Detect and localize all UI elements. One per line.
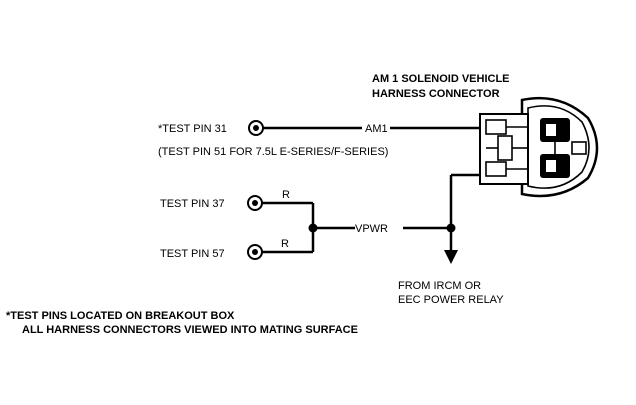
footnote-line1: *TEST PINS LOCATED ON BREAKOUT BOX [6, 310, 235, 322]
test-pin-37-label: TEST PIN 37 [160, 198, 225, 210]
test-pin-57-jack [247, 244, 263, 260]
pin-57-wire-color: R [281, 238, 289, 250]
footnote-line2: ALL HARNESS CONNECTORS VIEWED INTO MATIN… [22, 324, 358, 336]
connector-title-line1: AM 1 SOLENOID VEHICLE [372, 73, 510, 85]
pin-37-wire-color: R [282, 189, 290, 201]
test-pin-31-jack [248, 120, 264, 136]
source-label-line2: EEC POWER RELAY [398, 294, 504, 306]
test-pin-57-label: TEST PIN 57 [160, 248, 225, 260]
am1-wire-label: AM1 [365, 123, 388, 135]
source-arrow-icon [444, 250, 458, 264]
test-pin-31-label: *TEST PIN 31 [158, 123, 227, 135]
source-label-line1: FROM IRCM OR [398, 280, 481, 292]
connector-title-line2: HARNESS CONNECTOR [372, 88, 500, 100]
vpwr-wire-label: VPWR [355, 223, 388, 235]
test-pin-37-jack [247, 195, 263, 211]
harness-connector-icon [479, 96, 599, 198]
test-pin-51-note: (TEST PIN 51 FOR 7.5L E-SERIES/F-SERIES) [158, 146, 388, 158]
